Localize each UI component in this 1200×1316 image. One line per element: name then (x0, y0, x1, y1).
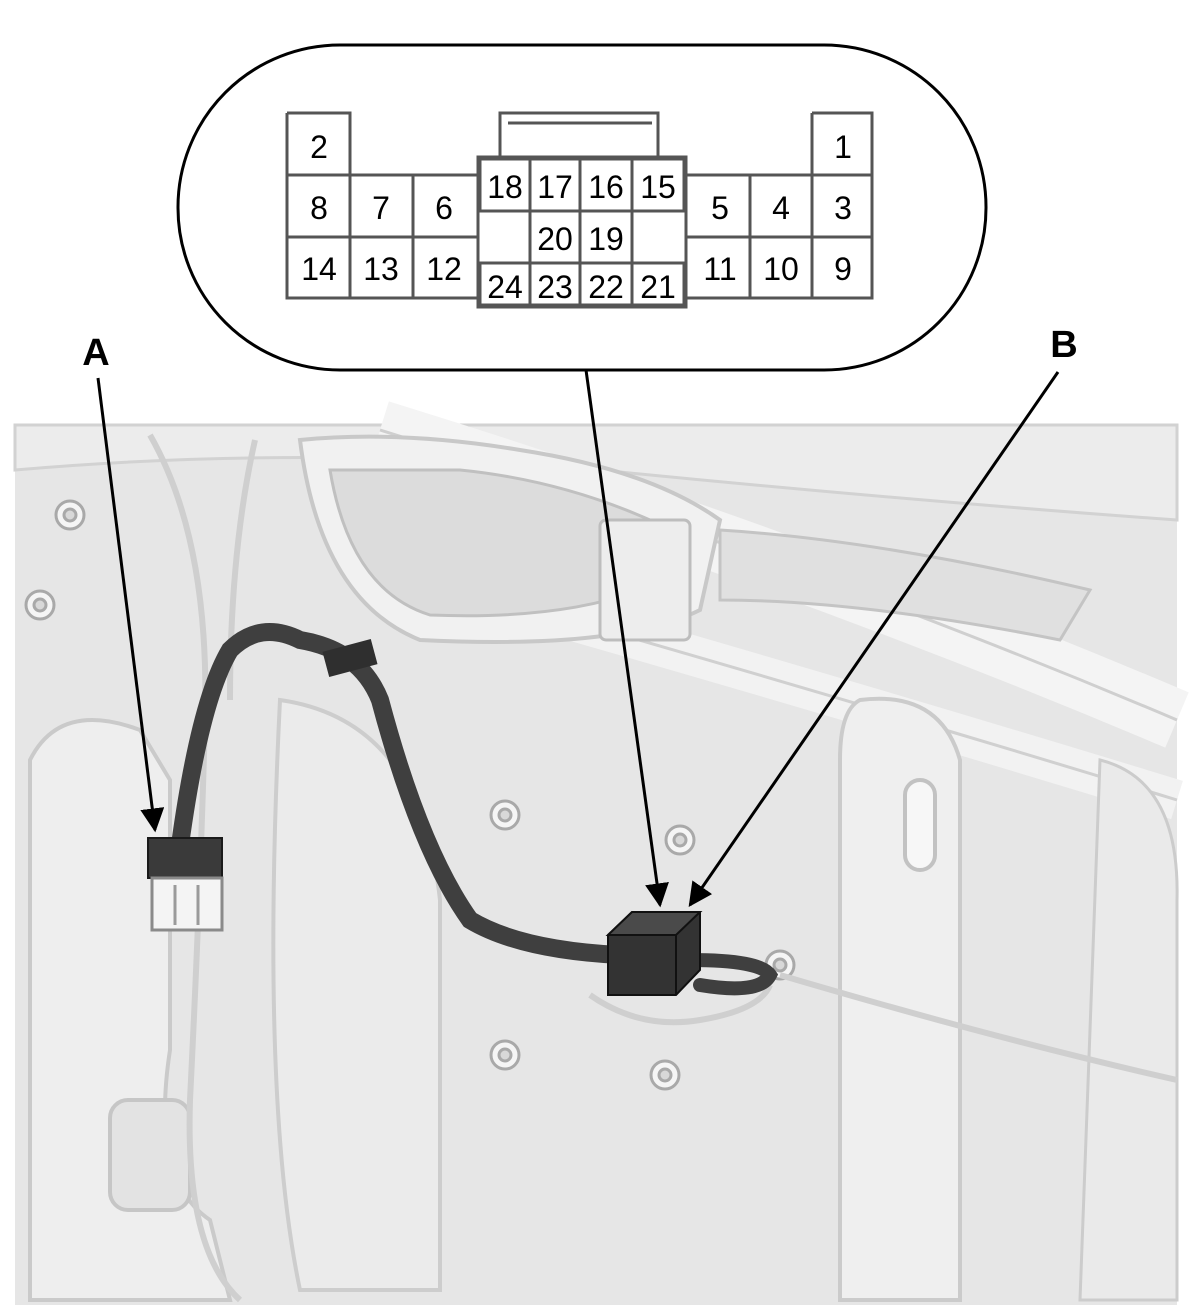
pin-22: 22 (588, 269, 624, 305)
pin-9: 9 (834, 251, 852, 287)
leader-arrow-connector-face (584, 369, 669, 908)
pin-16: 16 (588, 169, 624, 205)
connector-face-outline (285, 111, 874, 309)
door-panel-illustration (13, 401, 1189, 1305)
pin-11: 11 (703, 251, 736, 287)
leader-arrow-b (688, 371, 1060, 907)
pin-20: 20 (537, 221, 573, 257)
pin-18: 18 (487, 169, 523, 205)
pin-10: 10 (763, 251, 799, 287)
pin-17: 17 (537, 169, 573, 205)
leader-lines (96, 369, 1060, 908)
pin-numbers: 1 2 3 4 5 6 7 8 9 10 11 12 13 14 15 16 1… (301, 129, 852, 305)
pin-24: 24 (487, 269, 523, 305)
pin-15: 15 (640, 169, 676, 205)
pin-3: 3 (834, 190, 852, 226)
callout-b: B (1050, 324, 1077, 366)
mounting-bolts (24, 499, 796, 1091)
pin-12: 12 (426, 251, 462, 287)
connector-face-detail: 1 2 3 4 5 6 7 8 9 10 11 12 13 14 15 16 1… (176, 43, 988, 372)
connector-a (147, 837, 224, 932)
pin-23: 23 (537, 269, 573, 305)
inner-door-handle (297, 434, 1093, 644)
pin-13: 13 (363, 251, 399, 287)
pin-21: 21 (640, 269, 676, 305)
leader-arrow-a (96, 377, 165, 833)
pin-4: 4 (772, 190, 790, 226)
pin-7: 7 (372, 190, 390, 226)
pin-1: 1 (834, 129, 852, 165)
pin-5: 5 (711, 190, 729, 226)
pin-2: 2 (310, 129, 328, 165)
connector-b (605, 911, 703, 996)
pin-6: 6 (435, 190, 453, 226)
pin-8: 8 (310, 190, 328, 226)
detail-oval (176, 43, 988, 372)
door-pocket (28, 697, 442, 1302)
pin-14: 14 (301, 251, 337, 287)
callout-a: A (82, 332, 109, 374)
door-pillar (838, 696, 1179, 1302)
wire-harness (171, 623, 779, 996)
pin-19: 19 (588, 221, 624, 257)
